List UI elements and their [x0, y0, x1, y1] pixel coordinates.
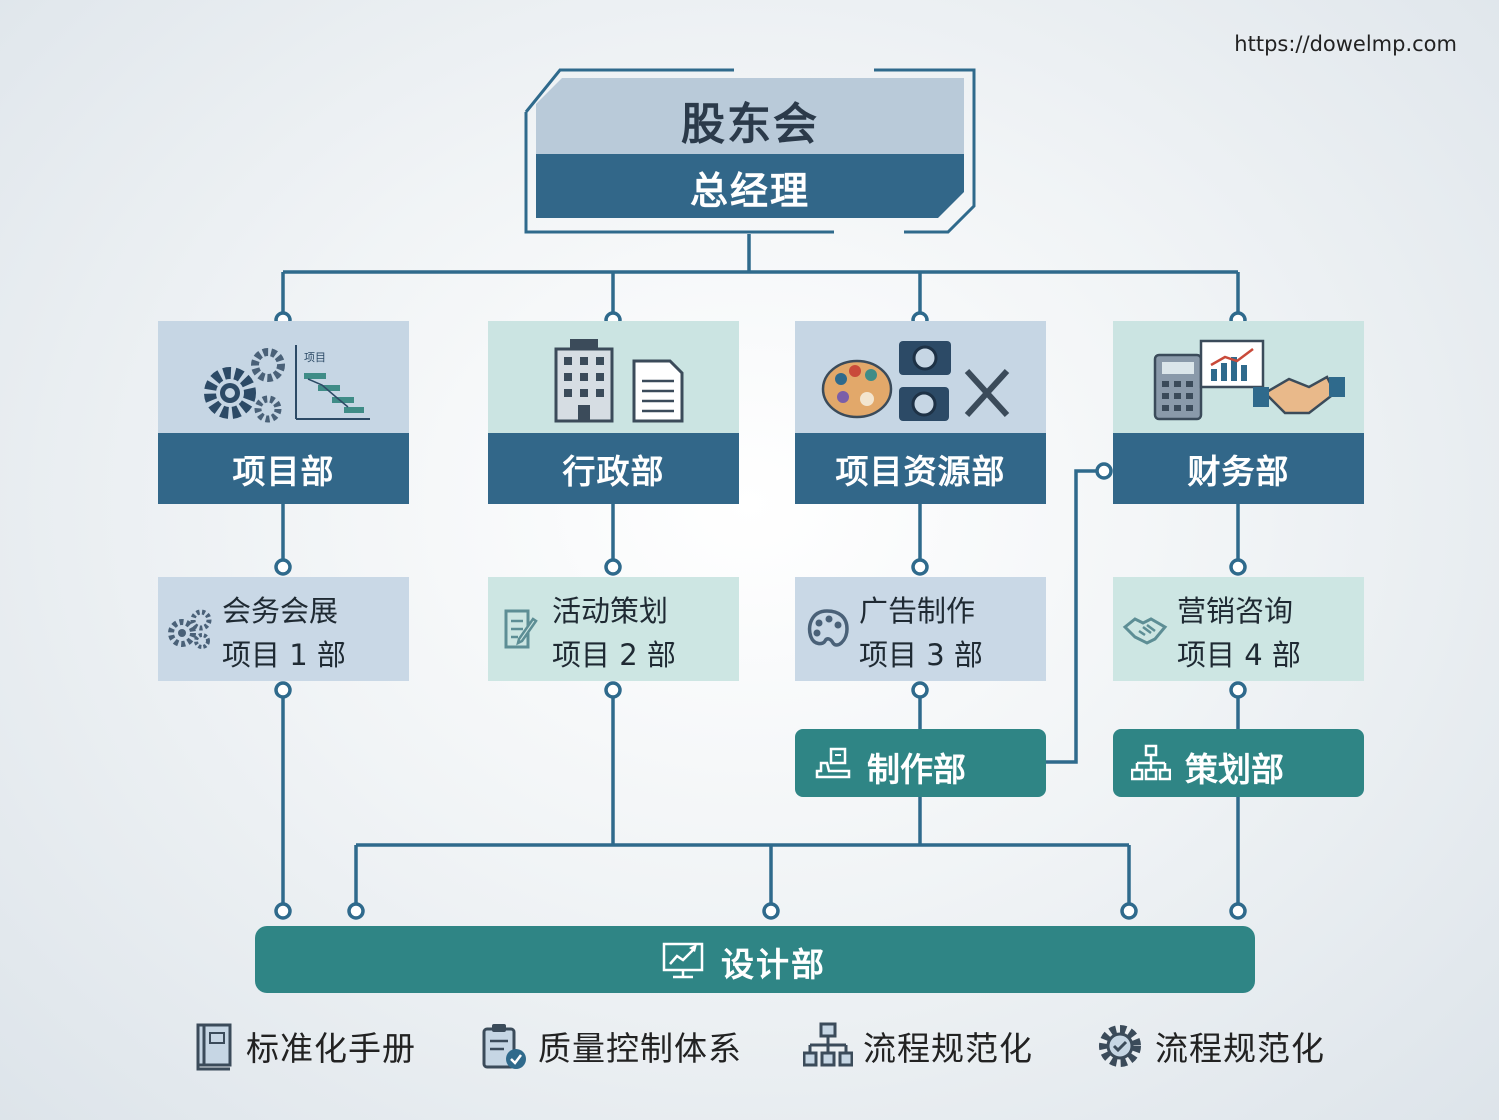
- palette-icon: [807, 609, 849, 647]
- org-tree-icon: [803, 1022, 853, 1067]
- edit-document-icon: [504, 609, 538, 649]
- sub-unit-project-3: 广告制作 项目 3 部: [795, 577, 1046, 681]
- sub-unit-name: 项目 1 部: [222, 638, 346, 672]
- department-label: 财务部: [1113, 433, 1364, 504]
- department-illustration: 项目: [158, 321, 409, 433]
- footer-label: 流程规范化: [1155, 1029, 1325, 1068]
- gears-icon: [168, 609, 212, 649]
- board-of-shareholders-box: [524, 68, 976, 234]
- book-icon: [196, 1023, 232, 1071]
- gear-check-icon: [1099, 1025, 1141, 1067]
- production-icon: [815, 747, 851, 779]
- handshake-icon: [1122, 617, 1168, 645]
- department-label: 行政部: [488, 433, 739, 504]
- department-label: 项目资源部: [795, 433, 1046, 504]
- planning-department: 策划部: [1113, 729, 1364, 797]
- top-title: 股东会: [681, 99, 819, 150]
- sub-unit-project-4: 营销咨询 项目 4 部: [1113, 577, 1364, 681]
- sub-unit-name: 项目 2 部: [552, 638, 676, 672]
- production-department: 制作部: [795, 729, 1046, 797]
- production-label: 制作部: [867, 750, 966, 789]
- palette-camera-tools-icon: [821, 341, 1010, 421]
- footer-item-quality-control: 质量控制体系: [480, 1018, 742, 1074]
- footer-item-process-tree: 流程规范化: [803, 1018, 1033, 1074]
- department-card-resources: 项目资源部: [795, 321, 1046, 504]
- sub-unit-title: 活动策划: [552, 594, 669, 628]
- sub-unit-name: 项目 4 部: [1177, 638, 1301, 672]
- building-document-icon: [554, 339, 684, 423]
- footer-item-process-gear: 流程规范化: [1095, 1018, 1325, 1074]
- gantt-label: 项目: [304, 351, 326, 364]
- footer-label: 流程规范化: [863, 1029, 1033, 1068]
- design-label: 设计部: [721, 945, 826, 984]
- org-tree-icon: [1131, 744, 1171, 781]
- gears-gantt-icon: 项目: [204, 345, 370, 423]
- sub-unit-title: 营销咨询: [1177, 594, 1294, 628]
- planning-label: 策划部: [1185, 750, 1284, 789]
- top-box-frame: [524, 68, 976, 234]
- design-department: 设计部: [255, 926, 1255, 993]
- footer-label: 标准化手册: [246, 1029, 416, 1068]
- calculator-chart-handshake-icon: [1153, 339, 1345, 421]
- department-illustration: [795, 321, 1046, 433]
- sub-unit-project-1: 会务会展 项目 1 部: [158, 577, 409, 681]
- sub-unit-title: 广告制作: [859, 594, 976, 628]
- sub-unit-project-2: 活动策划 项目 2 部: [488, 577, 739, 681]
- clipboard-check-icon: [482, 1024, 526, 1069]
- department-illustration: [1113, 321, 1364, 433]
- footer-item-handbook: 标准化手册: [192, 1018, 416, 1074]
- department-illustration: [488, 321, 739, 433]
- department-card-admin: 行政部: [488, 321, 739, 504]
- top-subtitle: 总经理: [689, 169, 810, 213]
- source-url: https://dowelmp.com: [1234, 32, 1457, 56]
- department-card-finance: 财务部: [1113, 321, 1364, 504]
- footer-label: 质量控制体系: [538, 1029, 742, 1068]
- design-monitor-icon: [662, 942, 704, 979]
- department-label: 项目部: [158, 433, 409, 504]
- sub-unit-title: 会务会展: [222, 594, 339, 628]
- department-card-project: 项目 项目部: [158, 321, 409, 504]
- sub-unit-name: 项目 3 部: [859, 638, 983, 672]
